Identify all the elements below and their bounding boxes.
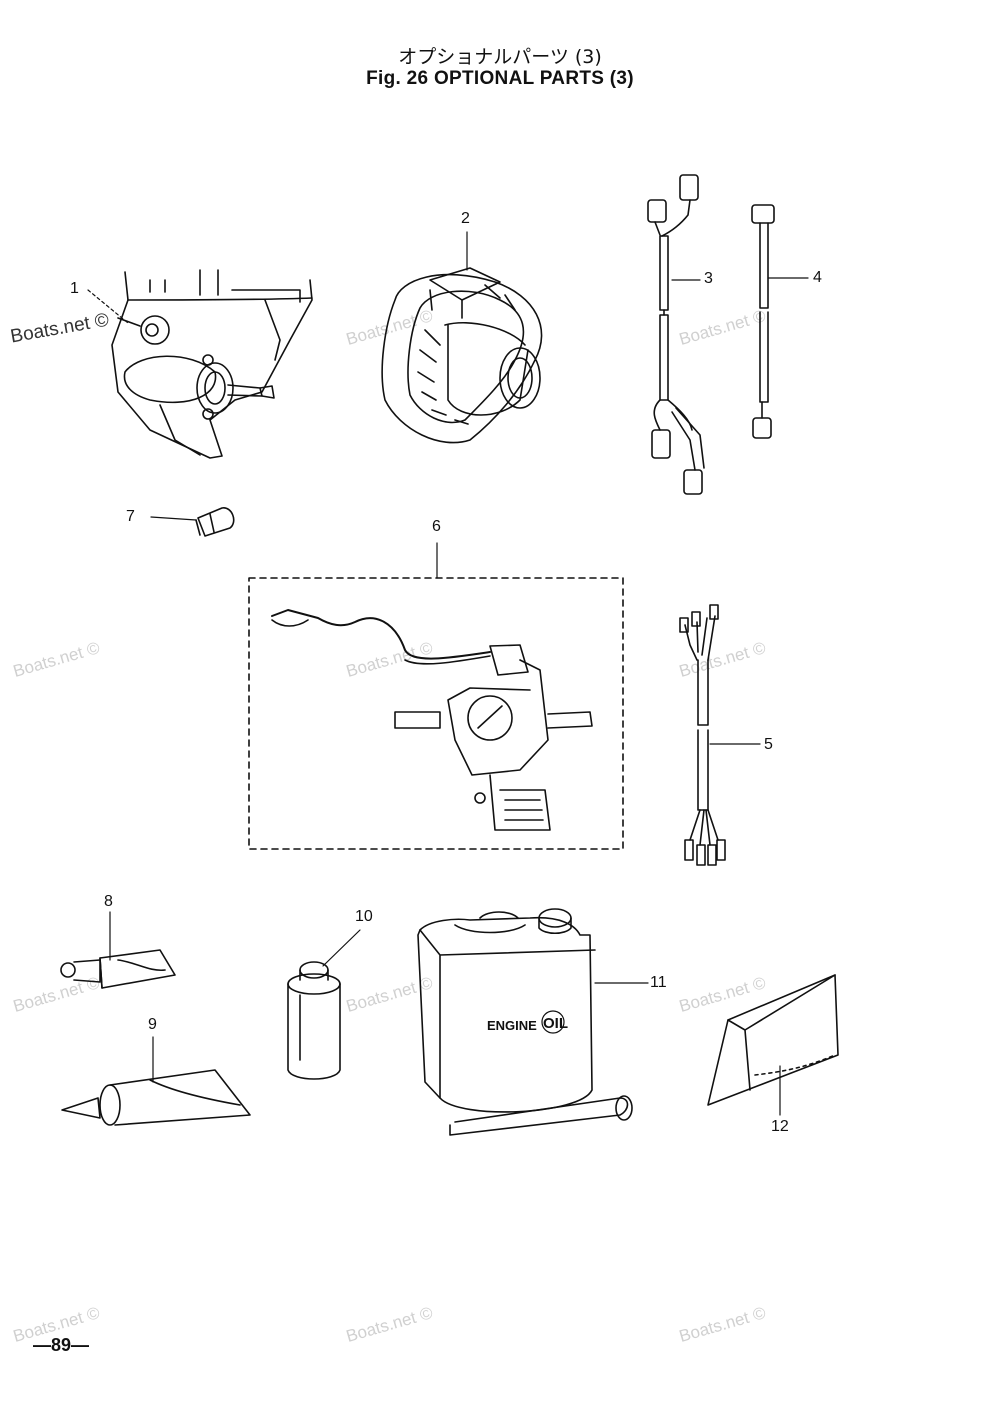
part-8-grease-tube-illustration [60, 949, 176, 989]
part-4-wire-lead-illustration [751, 204, 775, 439]
page-title: Fig. 26 OPTIONAL PARTS (3) [366, 68, 634, 89]
callout-12: 12 [771, 1118, 789, 1135]
part-1-lower-unit-illustration [111, 269, 313, 459]
part-7-fitting-illustration [195, 507, 235, 537]
callout-4: 4 [813, 269, 822, 286]
page-title-jp: オプショナルパーツ (3) [398, 46, 602, 68]
callout-8: 8 [104, 893, 113, 910]
part-5-lead-harness-illustration [679, 604, 726, 866]
oil-label-engine: ENGINE [487, 1018, 537, 1033]
part-9-sealant-tube-illustration [61, 1069, 251, 1126]
callout-11: 11 [650, 974, 667, 991]
leader-lines [87, 231, 809, 1116]
part-11-oil-container-illustration: ENGINE OIL [417, 908, 633, 1136]
part-12-cloth-illustration [707, 974, 839, 1106]
part-10-spray-can-illustration [287, 961, 341, 1080]
part-6-primer-kit-illustration [248, 577, 624, 850]
callout-6: 6 [432, 518, 441, 535]
callout-9: 9 [148, 1016, 157, 1033]
part-3-wire-harness-illustration [647, 174, 705, 495]
page-number: —89— [33, 1335, 90, 1355]
callout-1: 1 [70, 280, 79, 297]
callout-3: 3 [704, 270, 713, 287]
callout-7: 7 [126, 508, 135, 525]
callout-2: 2 [461, 210, 470, 227]
callout-5: 5 [764, 736, 773, 753]
callout-10: 10 [355, 908, 373, 925]
part-2-cover-illustration [381, 267, 543, 444]
